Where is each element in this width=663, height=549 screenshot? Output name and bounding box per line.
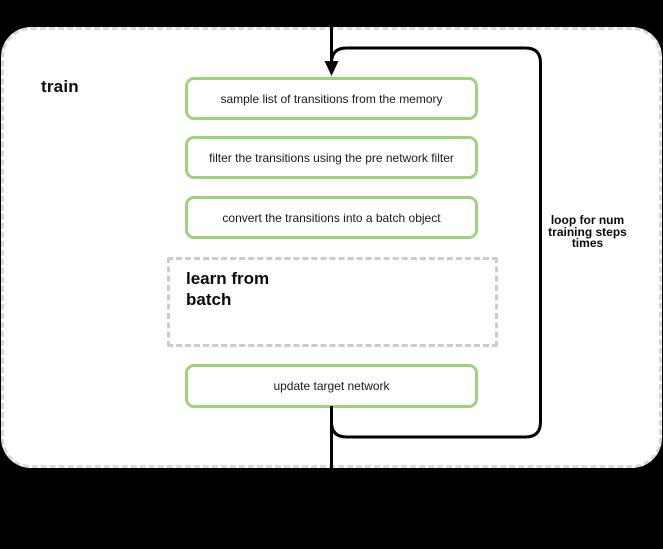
node-sample-transitions: sample list of transitions from the memo…	[185, 77, 478, 120]
node-label: filter the transitions using the pre net…	[209, 150, 454, 165]
node-label: convert the transitions into a batch obj…	[222, 210, 441, 225]
node-label: sample list of transitions from the memo…	[220, 91, 443, 106]
node-label: update target network	[273, 379, 390, 393]
function-title: train	[41, 77, 79, 96]
node-filter-transitions: filter the transitions using the pre net…	[185, 136, 478, 179]
loop-annotation: loop for num training steps times	[548, 213, 627, 250]
subgroup-label: learn from batch	[186, 269, 270, 309]
subgroup-learn-from-batch: learn from batch	[167, 257, 498, 347]
node-convert-to-batch: convert the transitions into a batch obj…	[185, 196, 478, 239]
node-update-target-network: update target network	[185, 364, 478, 408]
